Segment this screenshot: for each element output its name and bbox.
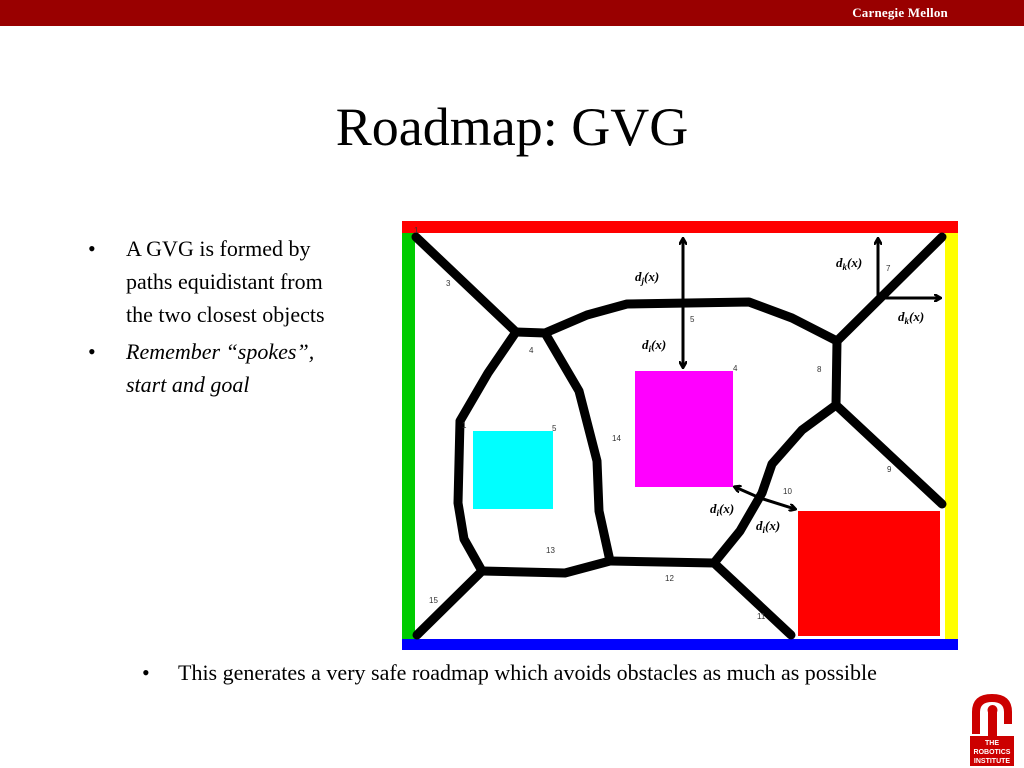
bullet-icon: • [88, 339, 96, 364]
distance-arrow-left [735, 487, 761, 500]
bullet-list: • A GVG is formed by paths equidistant f… [86, 232, 326, 405]
distance-arrows [683, 239, 940, 509]
distance-label: di(x) [756, 518, 780, 535]
node-label: 11 [757, 612, 766, 621]
distance-label: di(x) [710, 501, 734, 518]
node-label: 12 [665, 574, 674, 583]
logo-plate [970, 736, 1014, 766]
top-wall [402, 221, 958, 233]
distance-arrow-right [759, 496, 795, 509]
bullet-text: A GVG is formed by paths equidistant fro… [126, 236, 325, 327]
bullet-text: Remember “spokes”, start and goal [126, 339, 315, 397]
bullet-item: • Remember “spokes”, start and goal [86, 335, 326, 401]
path-edge [832, 232, 947, 346]
robotics-institute-logo: THE ROBOTICS INSTITUTE [970, 694, 1014, 766]
node-label: 4 [529, 346, 534, 355]
node-label: 5 [552, 424, 557, 433]
path-edge [709, 558, 796, 640]
header-bar: Carnegie Mellon [0, 0, 1024, 26]
logo-text: THE [985, 740, 999, 747]
red-obstacle [798, 511, 940, 636]
path-edge [605, 556, 719, 568]
path-edge [411, 232, 521, 337]
path-edge [477, 556, 615, 578]
node-label: 9 [887, 465, 892, 474]
logo-text: INSTITUTE [974, 758, 1010, 765]
bottom-wall [402, 639, 958, 650]
node-label: 3 [446, 279, 451, 288]
node-label: 4 [733, 364, 738, 373]
node-label: 1 [414, 226, 419, 235]
slide-title: Roadmap: GVG [335, 97, 689, 157]
path-edge [453, 327, 521, 576]
bullet-item: • A GVG is formed by paths equidistant f… [86, 232, 326, 331]
node-label: 15 [429, 596, 438, 605]
node-label: 1 [462, 421, 467, 430]
node-label: 8 [817, 365, 822, 374]
node-label: 13 [546, 546, 555, 555]
node-label: 14 [612, 434, 621, 443]
node-label: 5 [690, 315, 695, 324]
bullet-text: This generates a very safe roadmap which… [178, 660, 877, 685]
path-edge [412, 566, 487, 640]
magenta-obstacle [635, 371, 733, 487]
gvg-diagram: 1 3 4 1 5 14 5 4 7 8 9 10 13 12 15 11 dj… [402, 221, 958, 650]
logo-arch [972, 694, 1012, 734]
path-edge [511, 327, 550, 338]
gvg-paths [411, 232, 947, 640]
cyan-obstacle [473, 431, 553, 509]
brand-wordmark: Carnegie Mellon [852, 5, 948, 20]
path-edge [540, 297, 842, 346]
distance-label: dk(x) [836, 255, 862, 272]
logo-text: ROBOTICS [974, 749, 1011, 756]
logo-stem [988, 710, 997, 736]
path-edge [831, 400, 947, 509]
bullet-icon: • [88, 236, 96, 261]
bottom-bullet: • This generates a very safe roadmap whi… [140, 656, 938, 689]
node-label: 7 [886, 264, 891, 273]
right-wall [945, 233, 958, 639]
path-edge [709, 400, 841, 568]
path-edge [831, 336, 842, 410]
logo-head [987, 705, 998, 715]
distance-label: dj(x) [635, 269, 659, 286]
distance-label: di(x) [642, 337, 666, 354]
node-label: 10 [783, 487, 792, 496]
left-wall [402, 233, 415, 639]
bullet-icon: • [142, 660, 150, 685]
distance-label: dk(x) [898, 309, 924, 326]
path-edge [540, 328, 615, 566]
